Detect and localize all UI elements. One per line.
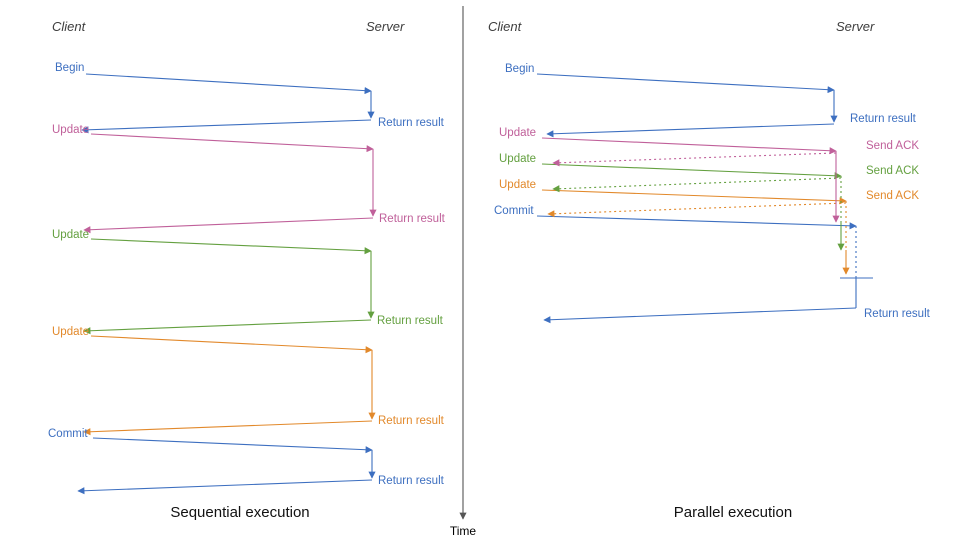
message-label: Commit <box>494 205 534 217</box>
message-label: Return result <box>378 475 445 487</box>
message-label: Return result <box>377 315 444 327</box>
return-result <box>83 319 372 335</box>
message-label: Update <box>499 153 536 165</box>
begin-request <box>85 73 372 95</box>
message-label: Return result <box>864 308 931 320</box>
message-label: Return result <box>379 213 446 225</box>
lane-header: Client <box>488 19 523 34</box>
update-request <box>90 335 373 354</box>
begin-request <box>536 73 835 94</box>
update-request <box>541 163 842 180</box>
message-label: Update <box>52 124 89 136</box>
ack-return <box>552 152 837 167</box>
time-axis: Time <box>450 6 477 538</box>
message-label: Return result <box>378 415 445 427</box>
return-result <box>546 123 835 138</box>
return-result <box>83 217 374 234</box>
message-label: Return result <box>850 113 917 125</box>
message-label: Update <box>52 229 89 241</box>
message-label: Begin <box>55 62 84 74</box>
message-label: Update <box>499 179 536 191</box>
lane-header: Client <box>52 19 87 34</box>
return-result <box>543 307 857 324</box>
panel-caption: Parallel execution <box>674 504 792 521</box>
update-request <box>541 189 847 205</box>
message-label: Commit <box>48 428 88 440</box>
panel-caption: Sequential execution <box>170 504 309 521</box>
message-label: Send ACK <box>866 190 919 202</box>
message-label: Send ACK <box>866 140 919 152</box>
message-label: Begin <box>505 63 534 75</box>
return-result <box>81 119 372 134</box>
return-result <box>83 420 373 436</box>
commit-request <box>92 437 373 454</box>
lane-header: Server <box>836 19 875 34</box>
return-result <box>77 479 373 495</box>
message-label: Return result <box>378 117 445 129</box>
update-request <box>90 238 372 255</box>
message-label: Update <box>499 127 536 139</box>
message-label: Send ACK <box>866 165 919 177</box>
lane-header: Server <box>366 19 405 34</box>
ack-return <box>547 202 847 218</box>
message-lines-layer <box>77 73 873 495</box>
update-request <box>90 133 374 153</box>
update-request <box>541 137 837 155</box>
message-label: Update <box>52 326 89 338</box>
time-axis-label: Time <box>450 524 477 538</box>
ack-return <box>552 177 842 193</box>
commit-request <box>536 215 857 230</box>
